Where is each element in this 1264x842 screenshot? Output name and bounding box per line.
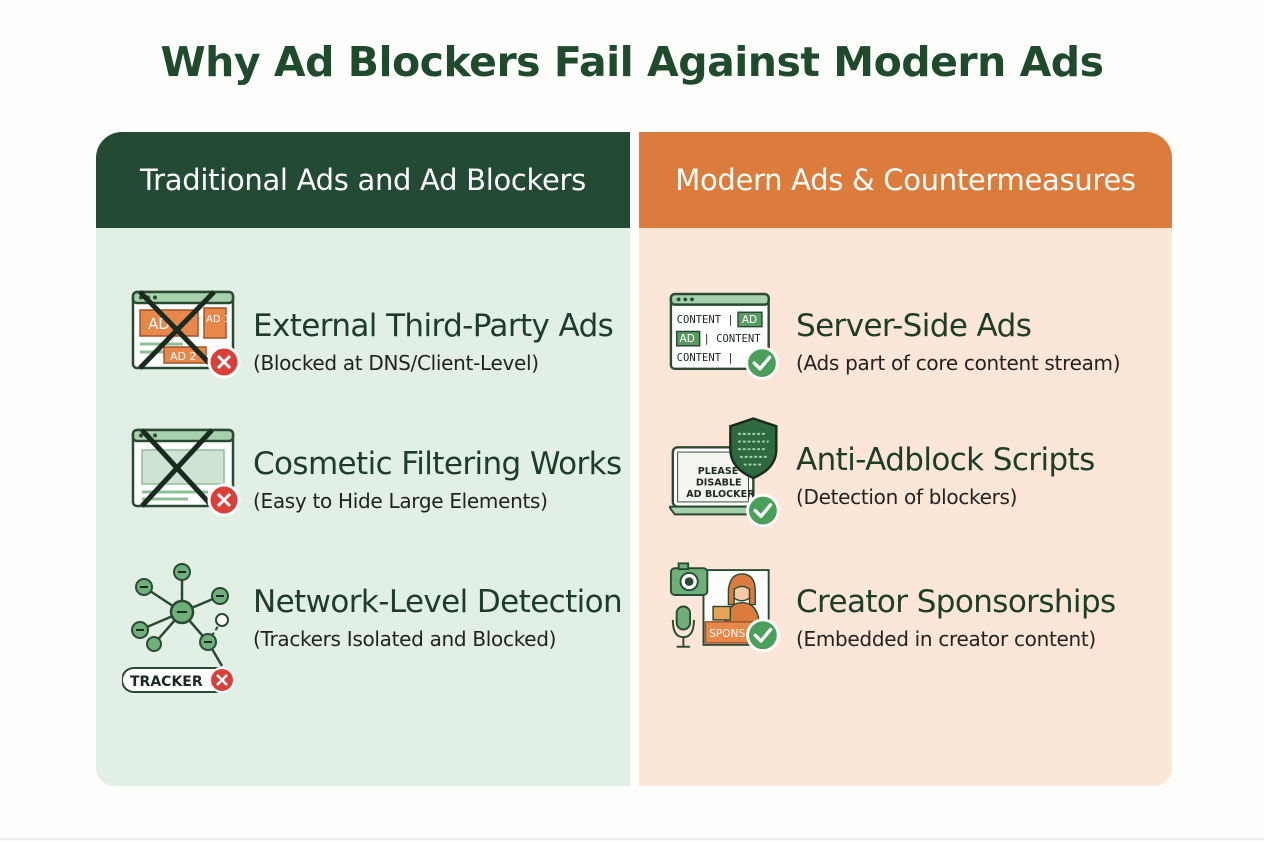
item-heading: Network-Level Detection xyxy=(253,584,623,620)
ad-2-label: AD 2 xyxy=(170,350,197,363)
tracker-network-icon: TRACKER xyxy=(122,563,235,693)
traditional-ads-header: Traditional Ads and Ad Blockers xyxy=(96,132,630,228)
server-side-ads-item: CONTENT | AD AD | CONTENT CONTENT | Serv… xyxy=(639,282,1172,402)
traditional-ads-panel: Traditional Ads and Ad Blockers AD AD 1 … xyxy=(96,132,630,786)
server-side-content-icon: CONTENT | AD AD | CONTENT CONTENT | xyxy=(669,292,779,380)
blocked-ad-banner-icon: AD AD 1 AD 2 xyxy=(131,290,241,379)
anti-adblock-shield-icon: PLEASE DISABLE AD BLOCKER xyxy=(669,417,780,528)
spons-label: SPONS xyxy=(709,628,745,640)
item-heading: Anti-Adblock Scripts xyxy=(796,442,1095,478)
creator-sponsorships-item: SPONS Creator Sponsorships (Embedded in … xyxy=(639,558,1172,678)
network-level-detection-item: TRACKER Network-Level Detection (Tracker… xyxy=(96,558,630,693)
disable-label: DISABLE xyxy=(696,478,742,489)
item-subtitle: (Ads part of core content stream) xyxy=(796,351,1121,375)
ad-label: AD xyxy=(680,333,695,345)
ad-1-label: AD 1 xyxy=(206,314,230,325)
item-heading: External Third-Party Ads xyxy=(253,308,614,344)
item-subtitle: (Easy to Hide Large Elements) xyxy=(253,489,548,513)
item-subtitle: (Trackers Isolated and Blocked) xyxy=(253,627,557,651)
tracker-label: TRACKER xyxy=(130,674,203,690)
anti-adblock-scripts-item: PLEASE DISABLE AD BLOCKER Anti-Adblock S… xyxy=(639,412,1172,532)
ad-label: AD xyxy=(742,314,757,326)
external-third-party-ads-item: AD AD 1 AD 2 External Third-Party Ads (B… xyxy=(96,282,630,402)
item-heading: Creator Sponsorships xyxy=(796,584,1116,620)
cosmetic-filtering-item: Cosmetic Filtering Works (Easy to Hide L… xyxy=(96,420,630,540)
modern-ads-panel: Modern Ads & Countermeasures CONTENT | A… xyxy=(639,132,1172,786)
item-subtitle: (Detection of blockers) xyxy=(796,485,1018,509)
bottom-divider xyxy=(0,838,1264,840)
ad-blocker-label: AD BLOCKER xyxy=(686,489,755,500)
content-label: CONTENT | xyxy=(677,314,734,326)
modern-ads-header: Modern Ads & Countermeasures xyxy=(639,132,1172,228)
content-label: CONTENT | xyxy=(677,352,734,364)
hidden-page-element-icon xyxy=(131,428,241,517)
creator-sponsorship-icon: SPONS xyxy=(669,562,780,653)
item-heading: Cosmetic Filtering Works xyxy=(253,446,622,482)
content-label: | CONTENT xyxy=(704,333,762,345)
please-label: PLEASE xyxy=(698,466,739,477)
item-heading: Server-Side Ads xyxy=(796,308,1032,344)
item-subtitle: (Blocked at DNS/Client-Level) xyxy=(253,351,539,375)
page-title: Why Ad Blockers Fail Against Modern Ads xyxy=(160,38,1104,86)
item-subtitle: (Embedded in creator content) xyxy=(796,627,1096,651)
